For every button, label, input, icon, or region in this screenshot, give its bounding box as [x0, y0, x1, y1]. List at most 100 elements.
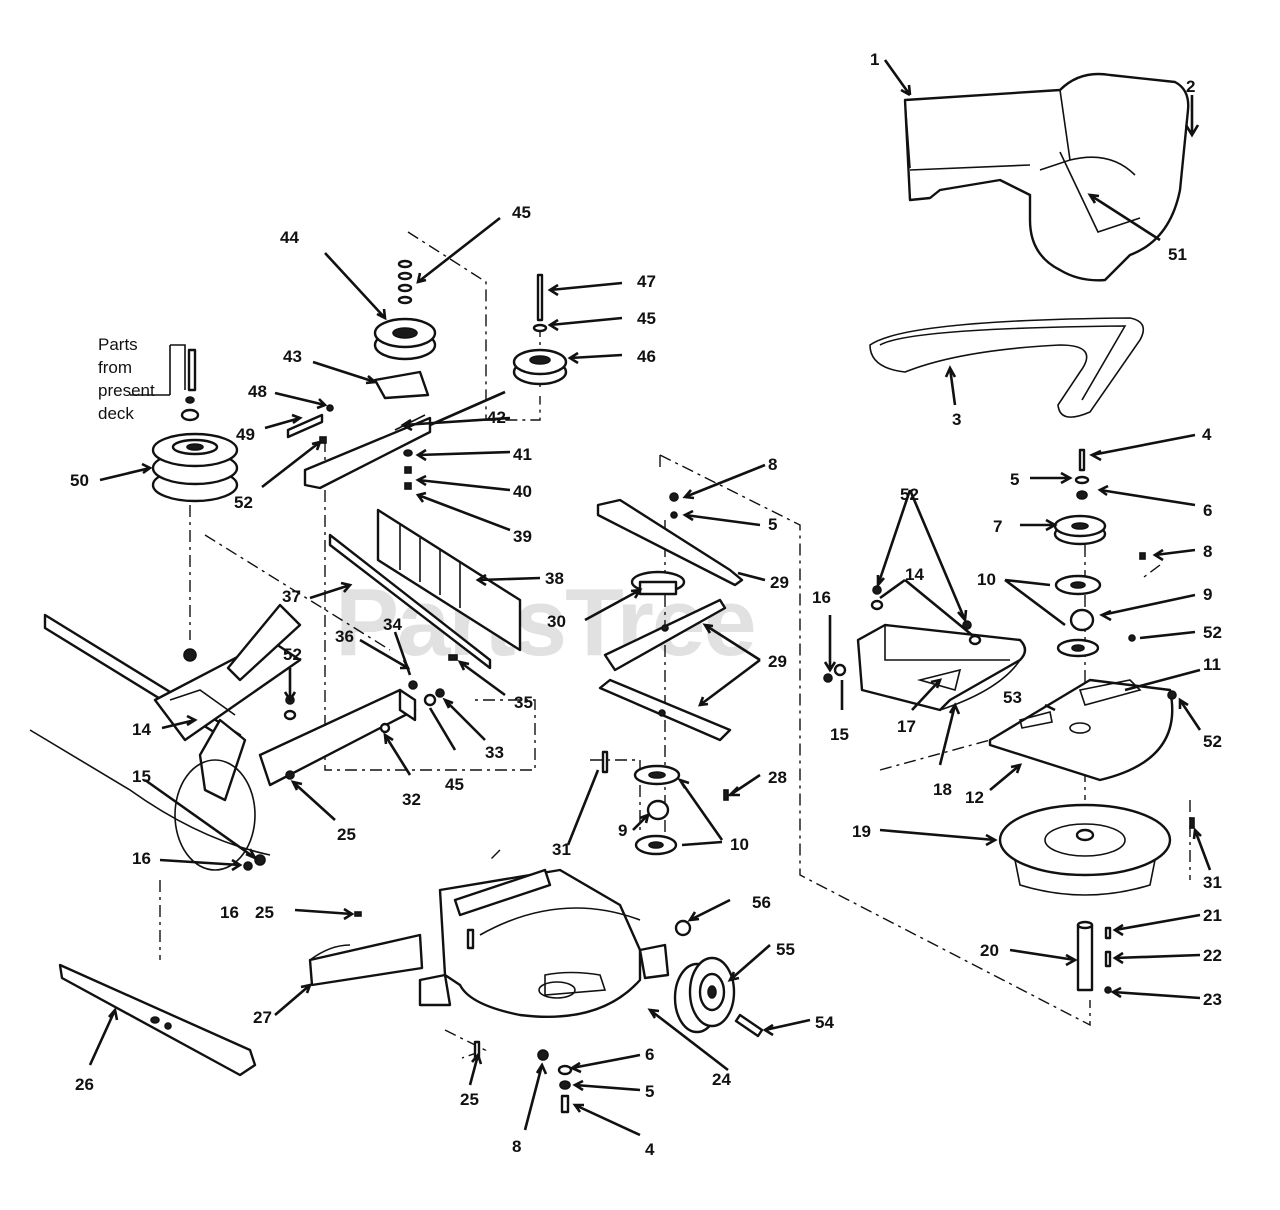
baffle-38-37: [328, 508, 522, 670]
pulley-7-stack: [1053, 448, 1146, 658]
callout-45-mid: 45: [637, 309, 656, 328]
callout-50: 50: [70, 471, 89, 490]
callout-21: 21: [1203, 906, 1222, 925]
pulley-44: [373, 259, 437, 361]
callout-33: 33: [485, 743, 504, 762]
callout-23: 23: [1203, 990, 1222, 1009]
note-line-4: deck: [98, 404, 134, 423]
callout-9-right: 9: [1203, 585, 1212, 604]
callout-30: 30: [547, 612, 566, 631]
bracket-32: [258, 680, 445, 787]
callout-24: 24: [712, 1070, 731, 1089]
callout-4-bottom: 4: [645, 1140, 655, 1159]
callout-56: 56: [752, 893, 771, 912]
callout-37: 37: [282, 587, 301, 606]
callout-32: 32: [402, 790, 421, 809]
callout-40: 40: [513, 482, 532, 501]
fasteners-bottom: [537, 1049, 573, 1114]
belt-cover: [903, 72, 1190, 282]
callout-11: 11: [1203, 655, 1221, 674]
callout-15-left: 15: [132, 767, 151, 786]
callout-45-low: 45: [445, 775, 464, 794]
bracket-43-42: [286, 370, 432, 490]
callout-14-left: 14: [132, 720, 151, 739]
callout-6-right: 6: [1203, 501, 1212, 520]
callout-45-top: 45: [512, 203, 531, 222]
callout-28: 28: [768, 768, 787, 787]
callout-41: 41: [513, 445, 532, 464]
callout-42: 42: [487, 408, 506, 427]
bearings-9-10: [601, 750, 729, 856]
callout-35: 35: [514, 693, 533, 712]
callout-20: 20: [980, 941, 999, 960]
callout-52-far-right: 52: [1203, 732, 1222, 751]
callout-38: 38: [545, 569, 564, 588]
callout-12: 12: [965, 788, 984, 807]
callout-18: 18: [933, 780, 952, 799]
callout-2: 2: [1186, 77, 1195, 96]
callout-54: 54: [815, 1013, 834, 1032]
callout-10-right: 10: [977, 570, 996, 589]
callout-1: 1: [870, 50, 879, 69]
callout-25-low: 25: [255, 903, 274, 922]
callout-8-bottom: 8: [512, 1137, 521, 1156]
note-bracket: [130, 344, 186, 396]
callout-17: 17: [897, 717, 916, 736]
deck-housing-24: [418, 868, 692, 1019]
callout-53: 53: [1003, 688, 1022, 707]
callout-29-top: 29: [770, 573, 789, 592]
callout-52-mid: 52: [900, 485, 919, 504]
callout-31-mid: 31: [552, 840, 571, 859]
callout-44: 44: [280, 228, 299, 247]
callout-5-bottom: 5: [645, 1082, 654, 1101]
callout-52-right: 52: [1203, 623, 1222, 642]
callout-48: 48: [248, 382, 267, 401]
callout-46: 46: [637, 347, 656, 366]
callout-25-bottom: 25: [460, 1090, 479, 1109]
blade-26: [58, 963, 257, 1077]
wheel-55: [673, 956, 764, 1038]
callout-9-mid: 9: [618, 821, 627, 840]
deck-plate-left: [29, 603, 302, 871]
callout-6-bottom: 6: [645, 1045, 654, 1064]
callout-3: 3: [952, 410, 961, 429]
idler-46: [512, 273, 568, 386]
callout-19: 19: [852, 822, 871, 841]
note-line-3: present: [98, 381, 155, 400]
callout-25-left: 25: [337, 825, 356, 844]
callout-36: 36: [335, 627, 354, 646]
callout-52-upper: 52: [234, 493, 253, 512]
callout-52-left: 52: [283, 645, 302, 664]
note-line-1: Parts: [98, 335, 138, 354]
callout-15-mid: 15: [830, 725, 849, 744]
callout-29-mid: 29: [768, 652, 787, 671]
drive-belt: [869, 317, 1145, 418]
callout-22: 22: [1203, 946, 1222, 965]
callout-5-mid: 5: [768, 515, 777, 534]
callout-16-mid: 16: [812, 588, 831, 607]
note-line-2: from: [98, 358, 132, 377]
deflector-17-18: [823, 585, 1027, 712]
callout-55: 55: [776, 940, 795, 959]
blades-29: [596, 492, 744, 742]
callout-8-mid: 8: [768, 455, 777, 474]
callout-16-left: 16: [132, 849, 151, 868]
callout-26: 26: [75, 1075, 94, 1094]
callout-31-right: 31: [1203, 873, 1222, 892]
callout-27: 27: [253, 1008, 272, 1027]
callout-10-mid: 10: [730, 835, 749, 854]
callout-51: 51: [1168, 245, 1187, 264]
callout-16-low: 16: [220, 903, 239, 922]
pulley-50: [151, 348, 239, 503]
callout-5-right: 5: [1010, 470, 1019, 489]
callout-39: 39: [513, 527, 532, 546]
blade-adapter-19: [998, 803, 1195, 994]
callout-43: 43: [283, 347, 302, 366]
callout-14-mid: 14: [905, 565, 924, 584]
spindle-plate-12: [988, 678, 1177, 782]
callout-34: 34: [383, 615, 402, 634]
present-deck-note: Parts from present deck: [98, 335, 155, 423]
callout-49: 49: [236, 425, 255, 444]
callout-labels: 1 2 51 3 4 5 6 7 8 10 9 52 11 53 52 12 1…: [70, 50, 1222, 1159]
